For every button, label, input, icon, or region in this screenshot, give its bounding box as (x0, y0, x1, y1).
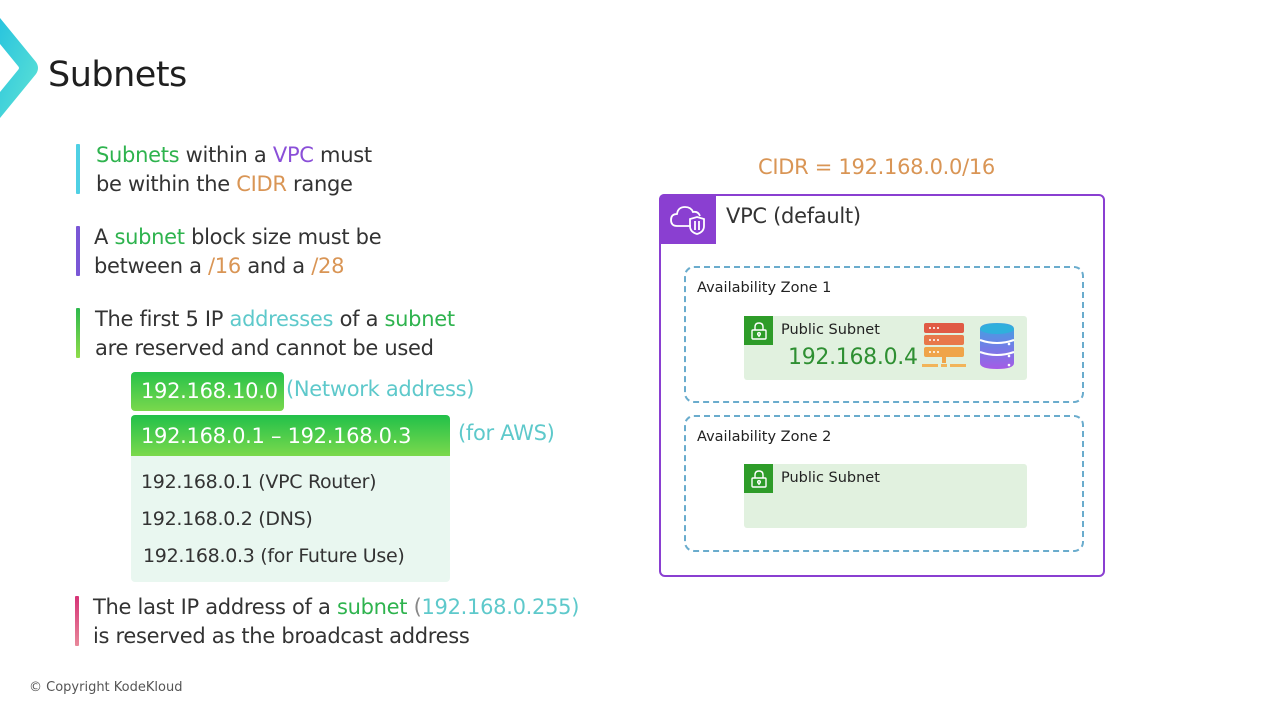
text: range (286, 172, 353, 196)
bullet-reserved-first-5: The first 5 IP addresses of a subnet are… (76, 305, 455, 363)
keyword-subnet: subnet (384, 307, 456, 331)
bullet-line: are reserved and cannot be used (95, 334, 455, 363)
aws-reserved-item: 192.168.0.3 (for Future Use) (143, 545, 405, 567)
aws-reserved-item: 192.168.0.2 (DNS) (141, 508, 313, 530)
cloud-shield-icon (659, 194, 716, 244)
bullet-line: between a /16 and a /28 (94, 252, 381, 281)
bullet-cidr-range: Subnets within a VPC must be within the … (76, 141, 372, 199)
text: within a (179, 143, 273, 167)
public-subnet: Public Subnet 192.168.0.4 (744, 316, 1027, 380)
text: block size must be (184, 225, 382, 249)
keyword-addresses: addresses (229, 307, 334, 331)
keyword-vpc: VPC (272, 143, 314, 167)
text: be within the (96, 172, 237, 196)
text: are reserved and cannot be used (95, 336, 434, 360)
availability-zone-2: Availability Zone 2 Public Subnet (684, 415, 1084, 552)
copyright: © Copyright KodeKloud (29, 680, 183, 695)
bullet-line: Subnets within a VPC must (96, 141, 372, 170)
vpc-title: VPC (default) (726, 204, 861, 228)
text: ( (407, 595, 422, 619)
bullet-bar (76, 308, 80, 358)
aws-reserved-box: 192.168.0.1 – 192.168.0.3 192.168.0.1 (V… (131, 415, 450, 582)
bullet-line: A subnet block size must be (94, 223, 382, 252)
availability-zone-1: Availability Zone 1 Public Subnet 192.16… (684, 266, 1084, 403)
aws-range-header: 192.168.0.1 – 192.168.0.3 (131, 415, 450, 456)
database-icon (979, 323, 1015, 369)
text: must (313, 143, 372, 167)
bullet-bar (75, 596, 79, 646)
chevron-logo-icon (0, 18, 38, 118)
subnet-title: Public Subnet (781, 470, 880, 486)
bullet-block-size: A subnet block size must be between a /1… (76, 223, 382, 281)
text: The first 5 IP (95, 307, 230, 331)
keyword-subnet: subnet (336, 595, 408, 619)
az-title: Availability Zone 2 (697, 429, 832, 445)
broadcast-ip: 192.168.0.255) (421, 595, 580, 619)
aws-range-label: (for AWS) (458, 421, 555, 445)
text: and a (240, 254, 312, 278)
text: The last IP address of a (93, 595, 337, 619)
bullet-line: The last IP address of a subnet (192.168… (93, 593, 579, 622)
bullet-line: is reserved as the broadcast address (93, 622, 579, 651)
bullet-bar (76, 144, 80, 194)
keyword-subnets: Subnets (96, 143, 180, 167)
server-icon (922, 323, 966, 367)
network-address-label: (Network address) (286, 377, 475, 401)
network-address-chip: 192.168.10.0 (131, 372, 284, 411)
lock-icon (744, 316, 773, 345)
aws-reserved-item: 192.168.0.1 (VPC Router) (141, 471, 377, 493)
subnet-ip: 192.168.0.4 (788, 345, 918, 370)
keyword-28: /28 (311, 254, 345, 278)
page-title: Subnets (48, 55, 187, 95)
text: between a (94, 254, 209, 278)
lock-icon (744, 464, 773, 493)
subnet-title: Public Subnet (781, 322, 880, 338)
public-subnet: Public Subnet (744, 464, 1027, 528)
keyword-subnet: subnet (114, 225, 185, 249)
keyword-cidr: CIDR (236, 172, 287, 196)
bullet-line: be within the CIDR range (96, 170, 372, 199)
keyword-16: /16 (208, 254, 241, 278)
text: A (94, 225, 115, 249)
vpc-container: VPC (default) Availability Zone 1 Public… (659, 194, 1105, 577)
text: is reserved as the broadcast address (93, 624, 470, 648)
text: of a (333, 307, 385, 331)
bullet-bar (76, 226, 80, 276)
az-title: Availability Zone 1 (697, 280, 832, 296)
bullet-line: The first 5 IP addresses of a subnet (95, 305, 455, 334)
bullet-broadcast: The last IP address of a subnet (192.168… (75, 593, 579, 651)
cidr-label: CIDR = 192.168.0.0/16 (758, 155, 995, 179)
